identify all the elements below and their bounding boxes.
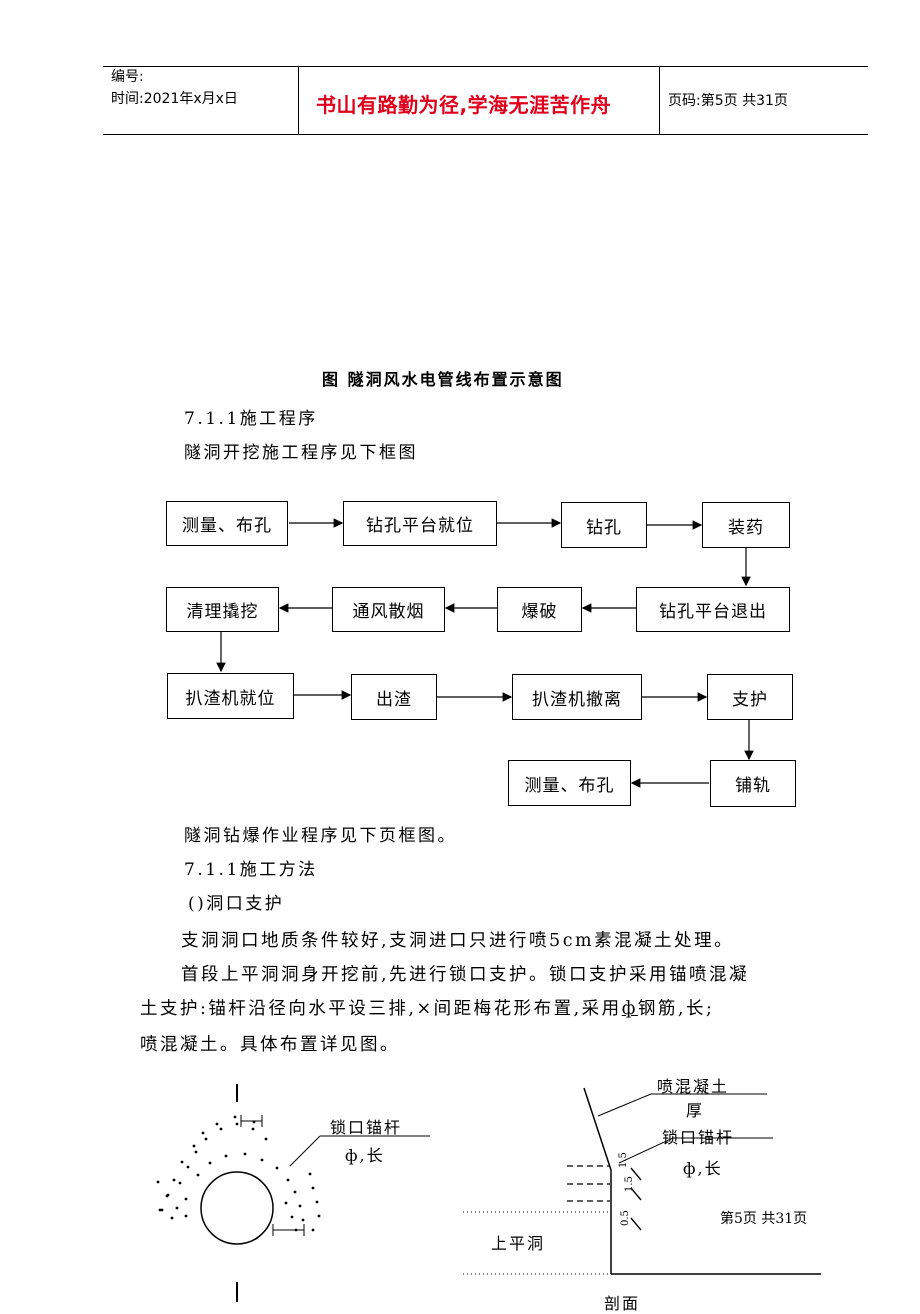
paragraph-lock-line2-a: 土支护:锚杆沿径向水平设三排,×间距梅花形布置,采用	[140, 999, 622, 1019]
section-heading-procedure: 7.1.1施工程序	[184, 409, 318, 429]
label-anchor-bolt-right: 锁口锚杆	[662, 1128, 735, 1147]
header-number-label: 编号:	[111, 69, 144, 85]
footer-page-number: 第5页 共31页	[720, 1211, 808, 1227]
paragraph-portal: 支洞洞口地质条件较好,支洞进口只进行喷5cm素混凝土处理。	[181, 931, 735, 951]
section-intro: 隧洞开挖施工程序见下框图	[184, 443, 418, 463]
label-upper-tunnel: 上平洞	[491, 1234, 546, 1253]
flow-box-blasting: 爆破	[497, 587, 582, 632]
rebar-phi-symbol: ф	[621, 999, 638, 1019]
header-motto: 书山有路勤为径,学海无涯苦作舟	[316, 93, 612, 117]
flow-box-charging: 装药	[702, 502, 790, 548]
header-divider-left	[298, 66, 299, 135]
flow-box-ventilation: 通风散烟	[332, 587, 445, 632]
flowchart-arrows	[216, 518, 754, 788]
flow-box-loader-withdraw: 扒渣机撤离	[512, 674, 642, 720]
figure-caption: 图 隧洞风水电管线布置示意图	[322, 370, 564, 389]
label-anchor-bolt-left: 锁口锚杆	[330, 1118, 403, 1137]
flow-box-cleanup: 清理撬挖	[166, 587, 279, 632]
label-section: 剖面	[604, 1294, 641, 1313]
label-spray-thickness: 厚	[686, 1101, 705, 1120]
flow-box-track-laying: 铺轨	[710, 760, 796, 807]
label-spray-concrete: 喷混凝土	[657, 1077, 730, 1096]
flow-box-loader-in-place: 扒渣机就位	[167, 673, 294, 719]
tunnel-opening	[200, 1171, 274, 1245]
flow-box-platform-exit: 钻孔平台退出	[636, 587, 790, 632]
slope-face	[583, 1087, 612, 1171]
diagram-portal-front-drawing	[156, 1084, 430, 1302]
flow-box-mucking: 出渣	[351, 674, 437, 720]
diagram-portal-profile-drawing	[463, 1087, 821, 1275]
header-time-label: 时间:2021年x月x日	[111, 91, 238, 107]
leader-anchor	[289, 1135, 321, 1167]
after-flow-note: 隧洞钻爆作业程序见下页框图。	[184, 826, 457, 846]
label-anchor-spec-right: ф,长	[683, 1159, 723, 1178]
dim-label-2: 1.5	[624, 1176, 635, 1192]
flow-box-measure-drill-2: 测量、布孔	[508, 760, 631, 806]
dim-label-3: 0.5	[620, 1210, 631, 1226]
header-top-rule	[103, 66, 868, 67]
section-heading-method: 7.1.1施工方法	[184, 860, 318, 880]
paragraph-lock-line1: 首段上平洞洞身开挖前,先进行锁口支护。锁口支护采用锚喷混凝	[181, 965, 750, 985]
header-page-info: 页码:第5页 共31页	[668, 93, 788, 109]
label-anchor-spec-left: ф,长	[345, 1146, 385, 1165]
flow-box-support: 支护	[707, 674, 793, 720]
flow-box-platform-in-place: 钻孔平台就位	[343, 501, 497, 546]
paragraph-lock-line2-b: 钢筋,长;	[637, 999, 715, 1019]
dim-label-1: 1.5	[618, 1152, 629, 1168]
header-bottom-rule	[103, 134, 868, 135]
paragraph-lock-line3: 喷混凝土。具体布置详见图。	[140, 1035, 400, 1055]
paragraph-lock-line2: 土支护:锚杆沿径向水平设三排,×间距梅花形布置,采用ф钢筋,长;	[140, 998, 714, 1020]
flow-box-measure-drill-1: 测量、布孔	[166, 501, 288, 546]
flow-box-drilling: 钻孔	[561, 502, 647, 548]
header-divider-right	[659, 66, 660, 135]
subsection-portal-support: ()洞口支护	[188, 894, 285, 914]
anchor-dots	[156, 1115, 321, 1232]
